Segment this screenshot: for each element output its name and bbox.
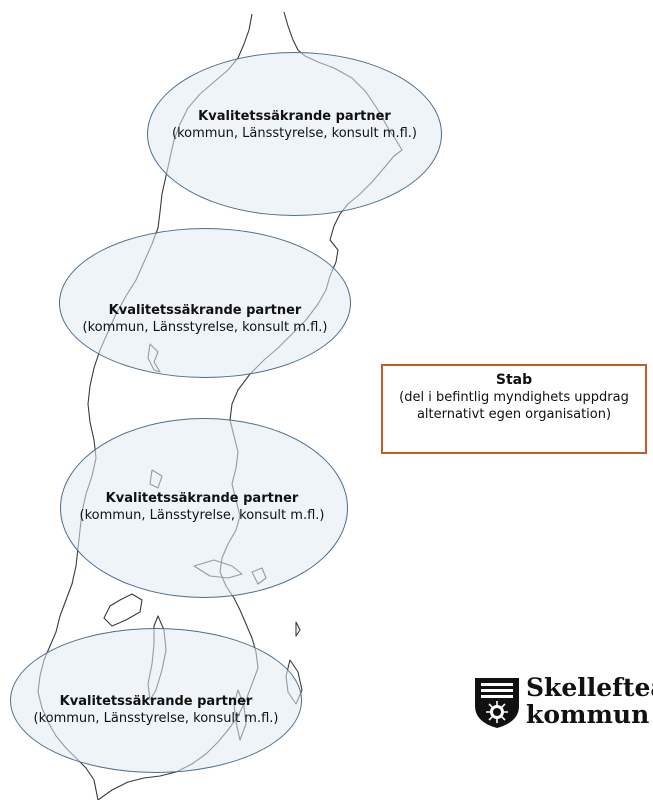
stab-title: Stab bbox=[495, 372, 533, 388]
partner-title-4: Kvalitetssäkrande partner bbox=[59, 694, 253, 709]
logo-line-2: kommun bbox=[526, 700, 650, 729]
partner-ellipse-1 bbox=[147, 52, 442, 216]
partner-subtitle-2: (kommun, Länsstyrelse, konsult m.fl.) bbox=[82, 320, 328, 335]
skelleftea-logo: Skellefteå kommun bbox=[470, 672, 653, 734]
partner-label-4: Kvalitetssäkrande partner (kommun, Länss… bbox=[6, 693, 306, 727]
partner-label-2: Kvalitetssäkrande partner (kommun, Länss… bbox=[59, 302, 351, 336]
map-north-border bbox=[283, 11, 306, 57]
island-north-coast bbox=[295, 621, 301, 637]
logo-line-1: Skellefteå bbox=[526, 673, 653, 702]
lake-vanern bbox=[103, 593, 143, 627]
coat-of-arms-icon bbox=[475, 678, 519, 728]
partner-subtitle-1: (kommun, Länsstyrelse, konsult m.fl.) bbox=[172, 126, 417, 141]
partner-title-2: Kvalitetssäkrande partner bbox=[108, 303, 302, 318]
partner-title-1: Kvalitetssäkrande partner bbox=[198, 109, 391, 124]
partner-ellipse-2 bbox=[59, 228, 351, 378]
stab-description: (del i befintlig myndighets uppdrag alte… bbox=[399, 390, 629, 422]
partner-subtitle-3: (kommun, Länsstyrelse, konsult m.fl.) bbox=[79, 508, 325, 523]
partner-title-3: Kvalitetssäkrande partner bbox=[105, 491, 299, 506]
partner-subtitle-4: (kommun, Länsstyrelse, konsult m.fl.) bbox=[33, 711, 279, 726]
partner-label-1: Kvalitetssäkrande partner (kommun, Länss… bbox=[147, 108, 442, 142]
logo-text: Skellefteå kommun bbox=[526, 674, 653, 728]
partner-label-3: Kvalitetssäkrande partner (kommun, Länss… bbox=[52, 490, 352, 524]
partner-ellipse-3 bbox=[60, 418, 348, 598]
stab-box: Stab (del i befintlig myndighets uppdrag… bbox=[381, 364, 647, 454]
partner-ellipse-4 bbox=[10, 628, 302, 773]
